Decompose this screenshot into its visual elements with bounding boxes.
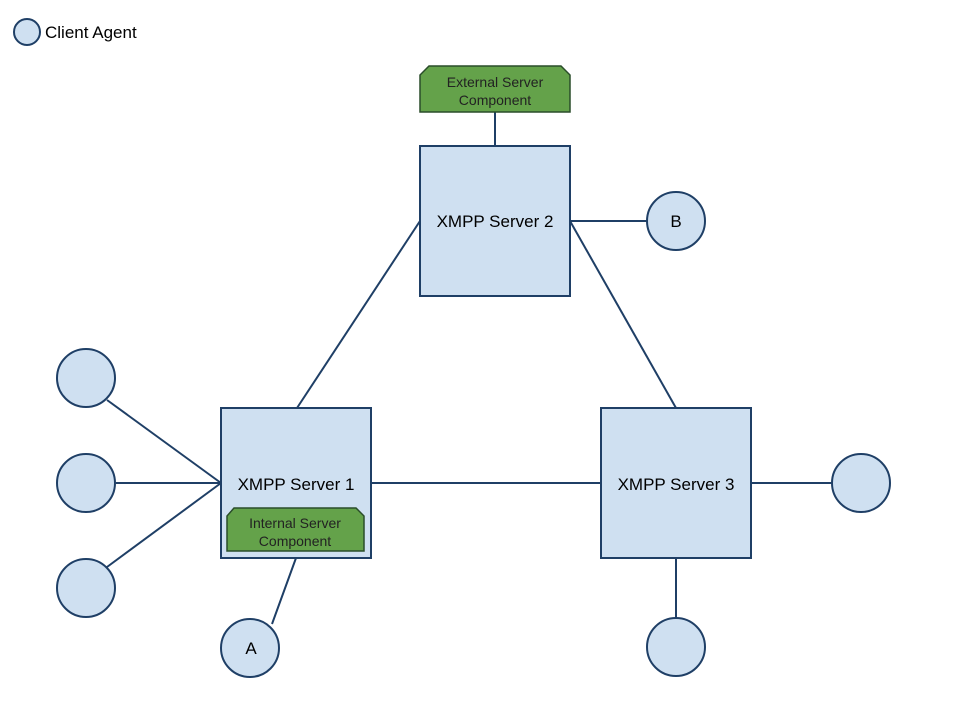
server-2-label: XMPP Server 2 xyxy=(437,212,554,231)
server-1-label: XMPP Server 1 xyxy=(238,475,355,494)
client-b-circle xyxy=(646,191,706,251)
server-3-box xyxy=(600,407,752,559)
client-agents xyxy=(56,191,891,678)
link-server1-server2 xyxy=(296,220,421,409)
internal-component-shape xyxy=(226,507,365,552)
server-2-box xyxy=(419,145,571,297)
external-component-label-line1: External Server xyxy=(447,74,544,90)
client-a-circle xyxy=(220,618,280,678)
xmpp-server-2: XMPP Server 2 xyxy=(419,145,571,297)
legend: Client Agent xyxy=(13,18,137,46)
client-agent-a xyxy=(220,618,280,678)
link-server2-server3 xyxy=(569,220,677,409)
external-component-label-line2: Component xyxy=(459,92,531,108)
internal-component-label-line2: Component xyxy=(259,533,331,549)
internal-component-label-line1: Internal Server xyxy=(249,515,341,531)
link-server1-client-left-top xyxy=(106,399,222,484)
client-agent-left-middle xyxy=(56,453,116,513)
client-b-label: B xyxy=(670,212,681,231)
client-agent-left-top xyxy=(56,348,116,408)
client-agent-b xyxy=(646,191,706,251)
external-component-shape xyxy=(419,65,571,113)
server-3-label: XMPP Server 3 xyxy=(618,475,735,494)
client-agent-bottom xyxy=(646,617,706,677)
link-server1-client-a xyxy=(271,557,297,625)
xmpp-server-1: XMPP Server 1 Internal Server Component xyxy=(220,407,372,559)
xmpp-server-3: XMPP Server 3 xyxy=(600,407,752,559)
link-server1-client-left-bottom xyxy=(106,482,222,568)
internal-server-component: Internal Server Component xyxy=(226,507,365,552)
client-agent-left-bottom xyxy=(56,558,116,618)
connections xyxy=(106,112,832,625)
legend-label: Client Agent xyxy=(45,23,137,42)
external-server-component: External Server Component xyxy=(419,65,571,113)
client-agent-right xyxy=(831,453,891,513)
client-a-label: A xyxy=(245,639,257,658)
circle-icon xyxy=(13,18,41,46)
